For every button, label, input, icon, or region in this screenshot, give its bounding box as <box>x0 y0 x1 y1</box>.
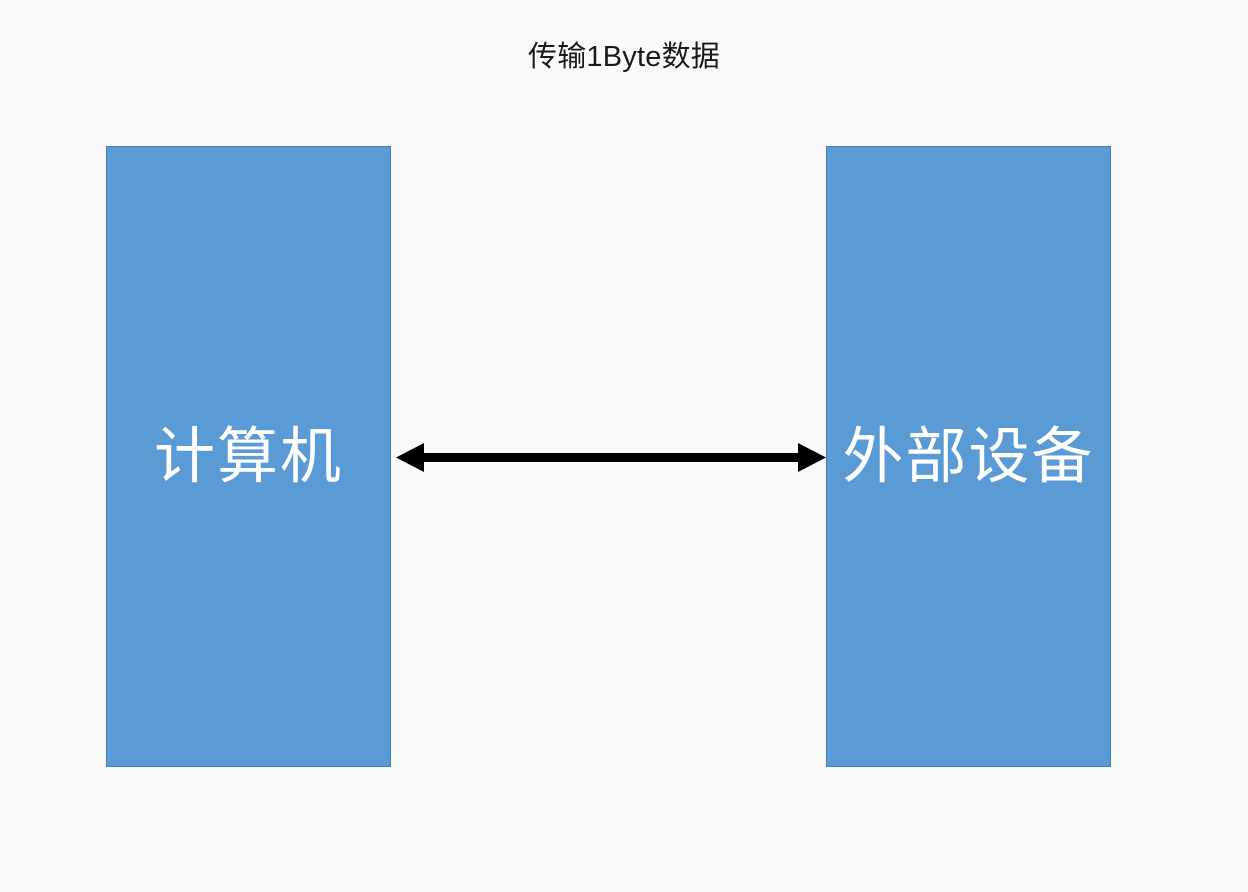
node-computer-label: 计算机 <box>153 422 343 490</box>
arrowhead-left-icon <box>396 443 424 472</box>
node-external-device-label: 外部设备 <box>842 422 1095 490</box>
diagram-title: 传输1Byte数据 <box>528 41 720 73</box>
node-computer[interactable]: 计算机 <box>106 146 391 767</box>
node-external-device[interactable]: 外部设备 <box>826 146 1111 767</box>
arrowhead-right-icon <box>798 443 826 472</box>
